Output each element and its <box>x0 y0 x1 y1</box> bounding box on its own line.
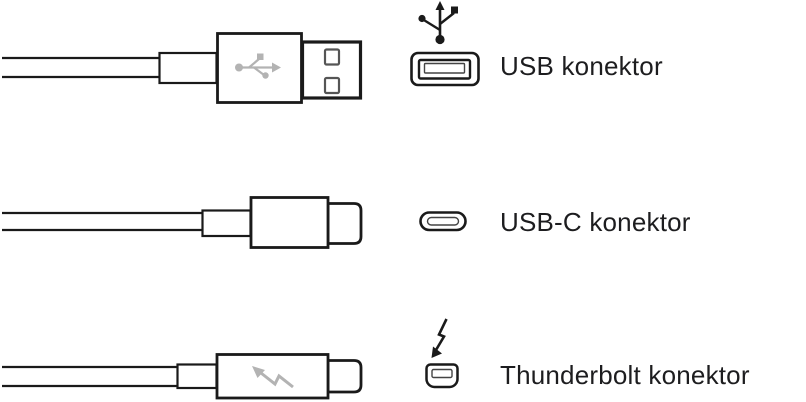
cable-strain-relief <box>176 363 218 390</box>
usb-a-cable-illustration <box>2 32 363 104</box>
cable-strain-relief <box>158 51 218 85</box>
plug-hole <box>323 48 341 66</box>
usb-a-port-icon <box>410 51 480 87</box>
connector-body <box>249 196 330 249</box>
usb-c-port-icon <box>419 211 467 232</box>
usb-trident-icon <box>418 1 458 45</box>
row-usb-c: USB-C konektor <box>0 130 806 270</box>
connector-tip <box>326 202 363 245</box>
usb-c-cable-illustration <box>2 196 363 249</box>
connector-label: USB konektor <box>500 51 663 81</box>
mini-displayport-port-icon <box>425 363 459 389</box>
row-usb: USB konektor <box>0 0 806 130</box>
usb-trident-icon <box>235 53 281 79</box>
connector-label: USB-C konektor <box>500 207 691 237</box>
row-thunderbolt: Thunderbolt konektor <box>0 270 806 402</box>
plug-hole <box>323 76 341 95</box>
connector-tip <box>326 359 363 394</box>
thunderbolt-bolt-icon <box>431 318 448 358</box>
connector-label: Thunderbolt konektor <box>500 360 750 390</box>
connector-body <box>215 353 330 400</box>
cable-strain-relief <box>201 209 252 238</box>
thunderbolt-bolt-icon <box>252 366 294 389</box>
thunderbolt-cable-illustration <box>2 353 363 400</box>
